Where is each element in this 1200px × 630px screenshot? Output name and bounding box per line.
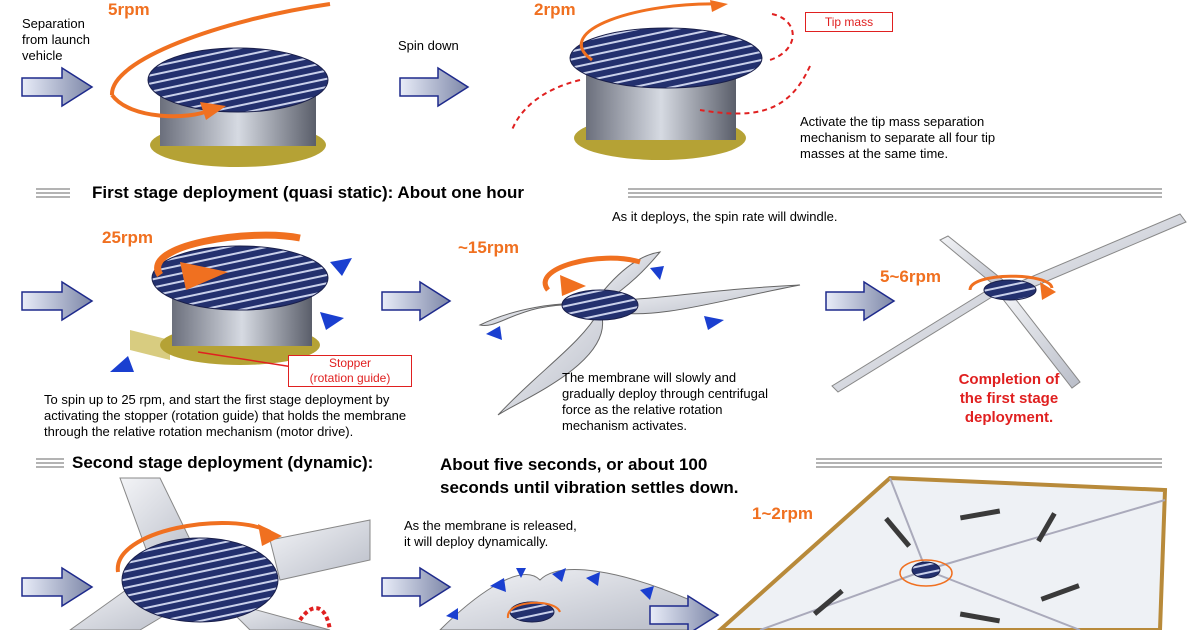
tip-mass-paths: [511, 13, 811, 131]
tip-mass-note: Activate the tip mass separation mechani…: [800, 114, 996, 161]
spacecraft-spinup: [130, 245, 329, 365]
separation-label: Separation from launch vehicle: [22, 16, 90, 63]
rpm-label-15: ~15rpm: [458, 238, 519, 257]
release-note: As the membrane is released, it will dep…: [404, 518, 577, 549]
stage-arrow-7: [381, 566, 452, 608]
sail-fully-deployed: [716, 475, 1168, 630]
rpm-label-1-2: 1~2rpm: [752, 504, 813, 523]
rpm-label-25: 25rpm: [102, 228, 154, 247]
stage-arrow-6: [21, 566, 94, 608]
stage-arrow-3: [21, 280, 94, 322]
stage-arrow-8: [649, 594, 720, 630]
deploy-arrows-1: [110, 258, 352, 372]
stage1-header: First stage deployment (quasi static): A…: [92, 183, 524, 202]
stage-arrow-5: [825, 280, 896, 322]
stopper-callout: Stopper (rotation guide): [288, 355, 412, 387]
spacecraft-stowed-1: [147, 47, 329, 167]
spin-rate-note: As it deploys, the spin rate will dwindl…: [612, 209, 838, 224]
rpm-label-2: 2rpm: [534, 0, 576, 19]
spacecraft-stowed-2: [569, 27, 763, 160]
stage2-header: Second stage deployment (dynamic):: [72, 453, 374, 472]
membrane-note: The membrane will slowly and gradually d…: [562, 370, 768, 433]
tip-mass-path-closeup: [298, 606, 332, 630]
stage-arrow-2: [399, 66, 470, 108]
spacecraft-quasi-static: [478, 251, 801, 416]
stage-arrow-4: [381, 280, 452, 322]
spinup-note: To spin up to 25 rpm, and start the firs…: [44, 392, 407, 439]
completion-label: Completion of the first stage deployment…: [958, 371, 1060, 426]
spin-arrow-25rpm: [154, 231, 301, 290]
spin-down-label: Spin down: [398, 38, 459, 53]
spacecraft-closeup: [69, 477, 371, 630]
stage2-header-rules: [36, 458, 1162, 468]
spin-arrow-closeup: [115, 520, 282, 573]
stage2-duration: About five seconds, or about 100 seconds…: [440, 455, 739, 497]
stage1-header-rules: [36, 188, 1162, 198]
tip-mass-callout: Tip mass: [805, 12, 893, 32]
deploy-arrows-2: [486, 266, 724, 340]
rpm-label-5: 5rpm: [108, 0, 150, 19]
spin-arrow-5rpm: [109, 2, 331, 120]
spin-arrow-5-6rpm: [968, 274, 1056, 300]
spin-arrow-2rpm: [579, 0, 728, 62]
deploy-arrows-3: [446, 568, 654, 620]
rpm-label-5-6: 5~6rpm: [880, 267, 941, 286]
spin-arrow-15rpm: [542, 255, 641, 296]
stage-arrow-1: [21, 66, 94, 108]
